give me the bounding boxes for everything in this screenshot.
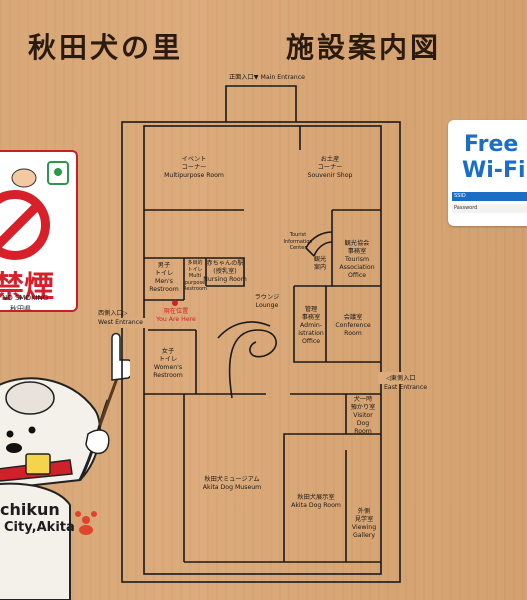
main-entrance-label: 正面入口▼ Main Entrance <box>229 74 305 81</box>
you-are-here-en: You Are Here <box>156 316 196 323</box>
room-souvenir-jp: お土産 コーナー <box>317 156 343 171</box>
no-smoking-en: NO SMOKING <box>2 294 49 302</box>
room-womens-jp: 女子 トイレ <box>158 348 178 363</box>
room-conference: 会議室 Conference Room <box>335 314 370 338</box>
room-dog-room-en: Akita Dog Room <box>291 502 341 509</box>
room-lounge-en: Lounge <box>255 302 279 309</box>
brand-name: chikun <box>0 500 60 519</box>
you-are-here-jp: 現在位置 <box>163 308 189 315</box>
west-entrance-en: West Entrance <box>98 319 143 326</box>
room-multi-purpose-restroom: 多目的 トイレ Multi purpose Restroom <box>183 260 207 293</box>
room-womens-en: Women's Restroom <box>153 364 183 379</box>
prefecture-label: 秋田県 <box>10 305 31 312</box>
site-title: 秋田犬の里 <box>28 31 184 64</box>
room-tourist-info-en: Tourist Information Center <box>283 232 313 251</box>
wifi-free-text: Free <box>464 132 519 157</box>
room-nursing: 赤ちゃんの駅 (授乳室) Nursing Room <box>203 260 246 284</box>
facility-map-title: 施設案内図 <box>286 31 442 64</box>
password-row <box>452 204 527 213</box>
room-tourist-info-jp-text: 観光 案内 <box>313 256 327 271</box>
you-are-here-marker <box>172 300 178 306</box>
room-multi-purpose-jp: 多目的 トイレ <box>187 260 203 273</box>
room-multipurpose-en: Multipurpose Room <box>164 172 224 179</box>
no-smoking-sign: 禁煙 NO SMOKING 秋田県 <box>0 150 78 312</box>
dog-mascot-icon <box>0 332 130 600</box>
password-label: Password <box>454 205 478 211</box>
room-souvenir: お土産 コーナー Souvenir Shop <box>308 156 353 180</box>
room-mens: 男子 トイレ Men's Restroom <box>149 262 178 294</box>
room-multi-purpose-en: Multi purpose Restroom <box>183 273 207 292</box>
west-entrance-jp: 西側入口▷ <box>98 310 128 317</box>
mascot-cats-icon <box>11 161 69 188</box>
room-museum: 秋田犬ミュージアム Akita Dog Museum <box>203 476 261 492</box>
room-viewing: 外側 見学室 Viewing Gallery <box>352 508 376 540</box>
room-lounge: ラウンジ Lounge <box>255 294 280 310</box>
room-tourism-assoc-jp: 観光協会 事務室 <box>344 240 370 255</box>
wifi-card: Free Wi-Fi SSID Password <box>448 120 527 226</box>
room-tourist-info: Tourist Information Center <box>284 232 313 252</box>
room-nursing-jp: 赤ちゃんの駅 (授乳室) <box>206 260 244 275</box>
room-visitor-dog: 犬一時 預かり室 Visitor Dog Room <box>351 396 376 436</box>
east-entrance-en: East Entrance <box>384 384 428 391</box>
room-viewing-jp: 外側 見学室 <box>354 508 374 523</box>
ssid-row <box>452 192 527 201</box>
room-museum-jp: 秋田犬ミュージアム <box>204 476 260 483</box>
no-smoking-icon <box>0 190 50 260</box>
room-womens: 女子 トイレ Women's Restroom <box>153 348 182 380</box>
room-tourist-info-jp: 観光 案内 <box>314 256 326 272</box>
room-dog-room-jp: 秋田犬展示室 <box>297 494 335 501</box>
room-viewing-en: Viewing Gallery <box>351 524 377 539</box>
board-title: 秋田犬の里 施設案内図 <box>28 26 498 66</box>
east-entrance-jp: ◁東側入口 <box>386 375 416 382</box>
room-souvenir-en: Souvenir Shop <box>307 172 353 179</box>
room-multipurpose: イベント コーナー Multipurpose Room <box>164 156 224 180</box>
room-visitor-dog-jp: 犬一時 預かり室 <box>350 396 376 411</box>
room-admin: 管理 事務室 Admin- istration Office <box>298 306 324 346</box>
room-admin-en: Admin- istration Office <box>298 322 324 345</box>
brand-sub: City,Akita <box>4 520 75 535</box>
room-admin-jp: 管理 事務室 <box>301 306 321 321</box>
room-visitor-dog-en: Visitor Dog Room <box>353 412 373 435</box>
you-are-here-label: 現在位置 You Are Here <box>156 308 196 324</box>
no-smoking-kanji: 禁煙 <box>0 270 54 305</box>
room-nursing-en: Nursing Room <box>203 276 247 283</box>
wifi-text: Wi-Fi <box>462 158 526 183</box>
room-lounge-jp: ラウンジ <box>254 294 280 301</box>
ssid-label: SSID <box>454 193 466 199</box>
room-dog-room: 秋田犬展示室 Akita Dog Room <box>291 494 341 510</box>
room-multipurpose-jp: イベント コーナー <box>181 156 207 171</box>
room-conference-jp: 会議室 <box>343 314 363 321</box>
room-tourism-assoc-en: Tourism Association Office <box>339 256 375 279</box>
room-mens-jp: 男子 トイレ <box>154 262 174 277</box>
room-mens-en: Men's Restroom <box>149 278 179 293</box>
room-museum-en: Akita Dog Museum <box>202 484 262 491</box>
room-tourism-assoc: 観光協会 事務室 Tourism Association Office <box>339 240 374 280</box>
room-conference-en: Conference Room <box>335 322 371 337</box>
